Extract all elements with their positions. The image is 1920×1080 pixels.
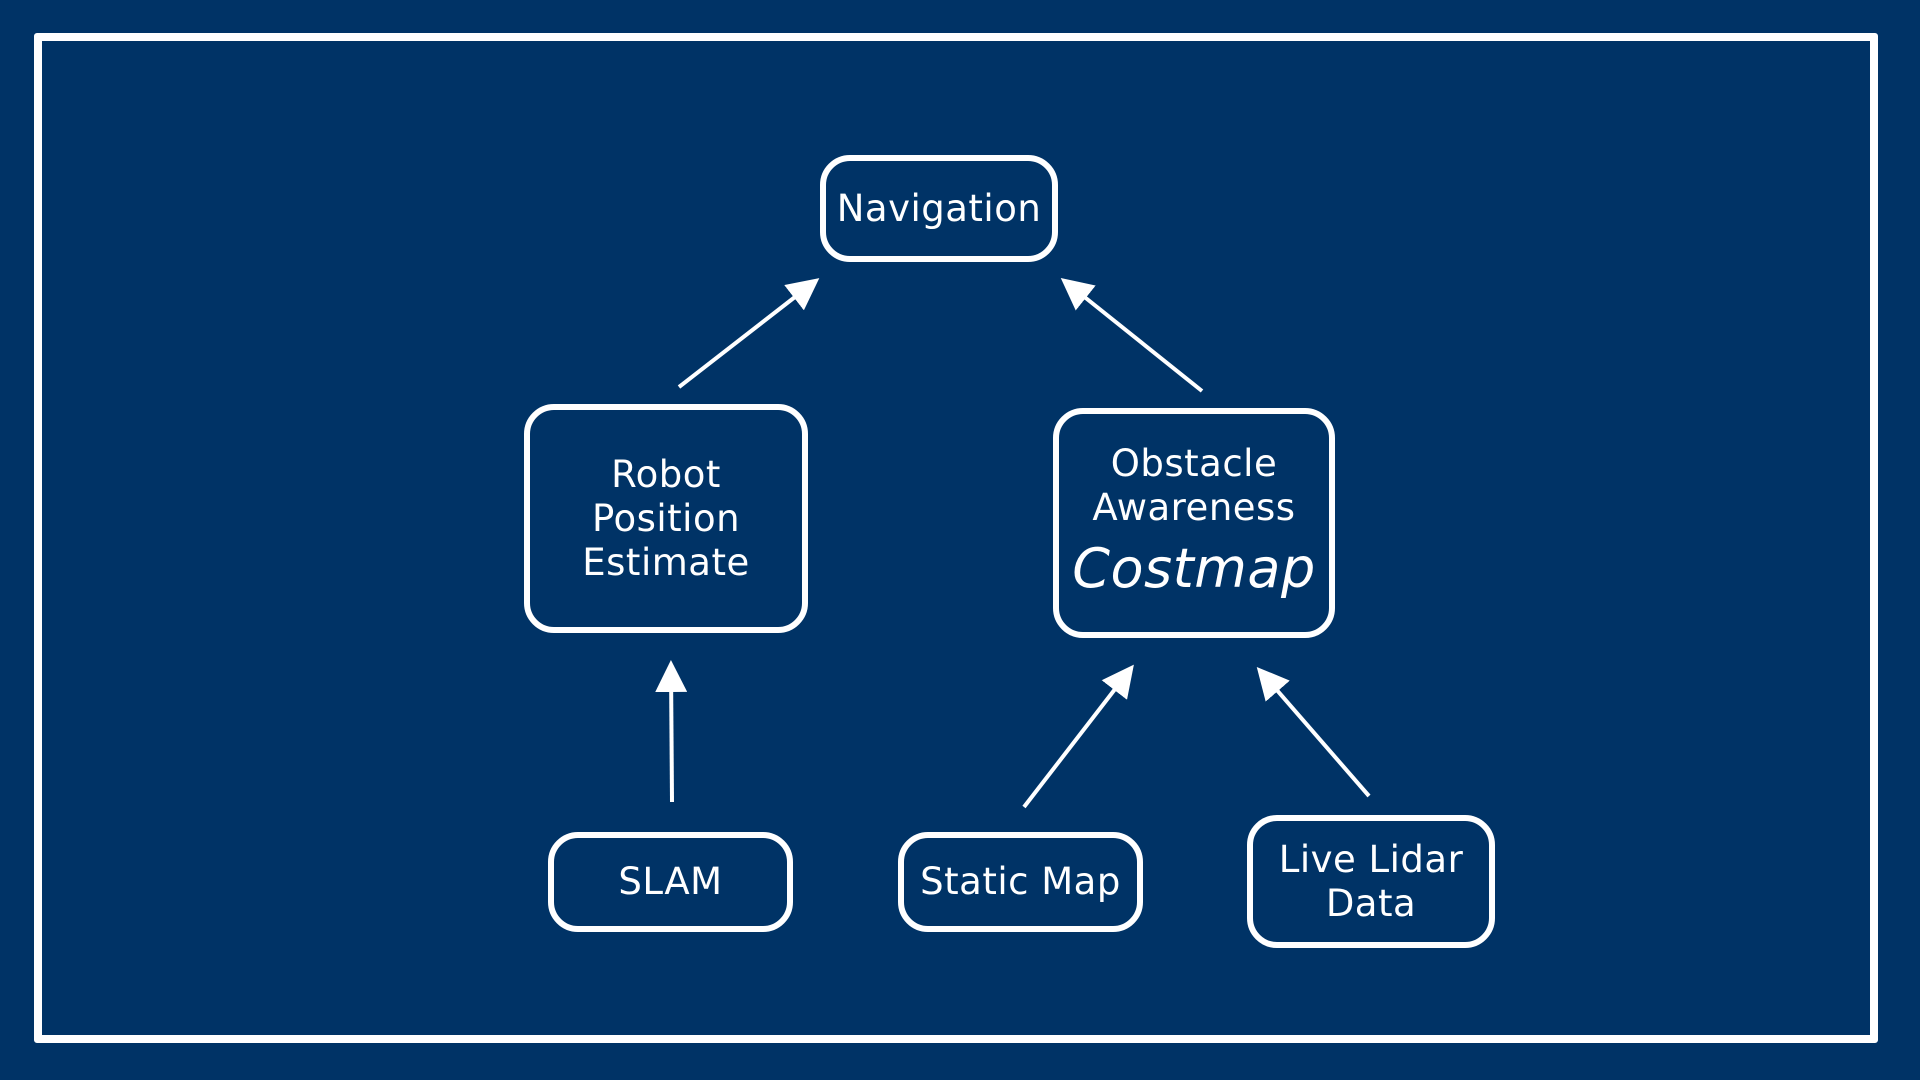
slide-frame: [34, 33, 1878, 1043]
node-robot-position-estimate: Robot Position Estimate: [524, 404, 808, 633]
node-label-line: Live Lidar: [1278, 837, 1464, 881]
node-label: Static Map: [920, 860, 1121, 903]
node-navigation: Navigation: [820, 155, 1058, 262]
node-label: SLAM: [618, 860, 723, 903]
arrow-robot-to-navigation: [677, 278, 820, 389]
node-label-line: Estimate: [582, 540, 750, 584]
arrow-slam-to-robot: [655, 660, 688, 803]
node-label-line: Awareness: [1092, 486, 1296, 529]
node-obstacle-awareness: Obstacle Awareness Costmap: [1053, 408, 1335, 638]
arrow-obstacle-to-navigation: [1060, 278, 1204, 393]
node-subtitle-costmap: Costmap: [1072, 537, 1316, 600]
arrow-staticmap-to-obstacle: [1022, 664, 1134, 809]
node-static-map: Static Map: [898, 832, 1143, 932]
arrow-lidar-to-obstacle: [1256, 666, 1371, 798]
node-label-line: Data: [1325, 881, 1417, 925]
node-label-line: Robot: [611, 452, 721, 496]
node-live-lidar-data: Live Lidar Data: [1247, 815, 1495, 948]
node-label: Navigation: [836, 186, 1042, 230]
node-label-line: Obstacle: [1110, 442, 1278, 485]
node-slam: SLAM: [548, 832, 793, 932]
node-label-line: Position: [591, 496, 741, 540]
